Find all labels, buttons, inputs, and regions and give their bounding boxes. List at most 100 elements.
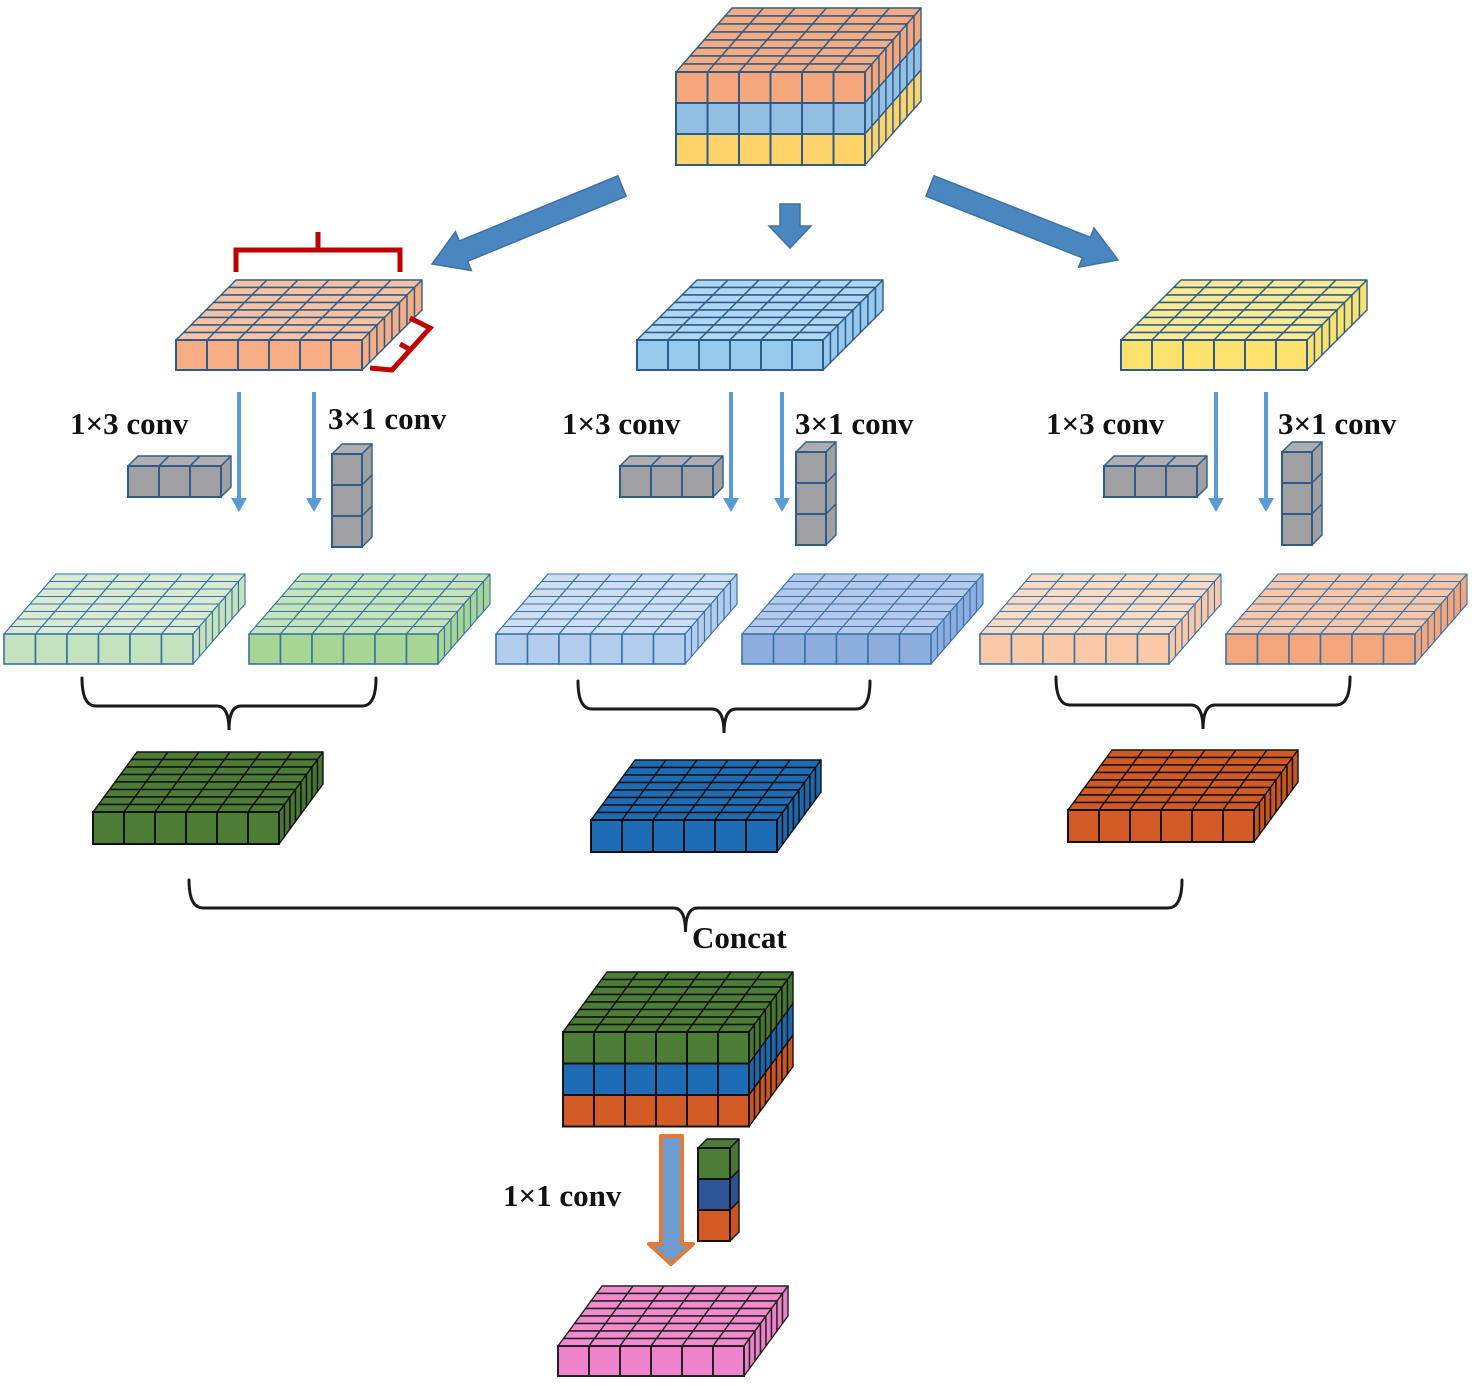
depth-bracket-tick [398, 341, 413, 353]
front-cell [1105, 633, 1139, 665]
front-cell [867, 633, 901, 665]
out-3x1-middle [741, 573, 984, 665]
side-cell [716, 588, 725, 628]
conv-arrow-right-1x3 [1208, 392, 1224, 512]
branch-left-tensor [175, 279, 423, 371]
front-cell [706, 71, 740, 104]
side-cell [1427, 610, 1436, 650]
front-cell [1191, 809, 1224, 843]
front-cell [717, 1031, 750, 1065]
side-cell [764, 1064, 772, 1105]
merged-orange-tensor [1067, 749, 1299, 843]
side-cell [463, 595, 472, 635]
arrow-to-middle-branch-shape [767, 203, 813, 250]
front-cell [650, 1345, 683, 1377]
final-output-tensor [557, 1285, 789, 1377]
front-cell [712, 1345, 745, 1377]
side-cell [781, 1285, 789, 1325]
front-cell [206, 339, 239, 371]
side-cell [1459, 573, 1468, 613]
front-cell [697, 1147, 731, 1180]
side-cell [975, 573, 984, 613]
side-cell [729, 573, 738, 613]
conv-arrow-middle-3x1 [774, 392, 790, 512]
kernel-3x1-middle [795, 441, 837, 546]
front-cell [495, 633, 529, 665]
side-cell [684, 625, 693, 665]
front-cell [1042, 633, 1076, 665]
label-1x3-conv-middle: 1×3 conv [562, 406, 681, 441]
front-cell [1010, 633, 1044, 665]
diagram-shapes [3, 7, 1468, 1377]
brace-middle-pair [576, 679, 872, 734]
side-cell [786, 1034, 794, 1075]
side-cell [469, 588, 478, 628]
front-cell [1222, 809, 1255, 843]
branch-middle-tensor [636, 279, 884, 371]
kernel-size-bracket [233, 232, 435, 373]
side-cell [1181, 610, 1190, 650]
out-3x1-left [248, 573, 491, 665]
front-cell [154, 811, 187, 845]
side-cell [809, 766, 817, 808]
front-cell [1098, 809, 1131, 843]
side-cell [690, 618, 699, 658]
front-cell [681, 465, 714, 498]
side-cell [697, 610, 706, 650]
front-cell [795, 482, 827, 515]
side-cell [892, 93, 901, 134]
side-cell [1336, 301, 1346, 341]
front-cell [697, 1209, 731, 1242]
side-cell [770, 1056, 778, 1098]
side-cell [1286, 756, 1294, 798]
out-1x3-right [979, 573, 1222, 665]
front-cell [1134, 465, 1167, 498]
front-cell [189, 465, 222, 498]
front-cell [1103, 465, 1136, 498]
front-cell [526, 633, 560, 665]
front-cell [979, 633, 1013, 665]
side-cell [798, 781, 806, 823]
front-cell [717, 1062, 750, 1096]
out-3x1-right [1225, 573, 1468, 665]
side-cell [476, 580, 485, 620]
conv-arrow-left-1x3-head [231, 498, 247, 512]
front-cell [1275, 339, 1308, 371]
arrow-to-right-branch [924, 174, 1120, 269]
front-cell [667, 339, 700, 371]
side-cell [1291, 749, 1299, 791]
front-cell [741, 633, 775, 665]
conv-arrow-middle-1x3 [723, 392, 739, 512]
front-cell [698, 339, 731, 371]
side-cell [906, 77, 915, 118]
label-3x1-conv-left: 3×1 conv [328, 401, 447, 436]
front-cell [248, 633, 282, 665]
front-cell [619, 465, 652, 498]
front-cell [1281, 482, 1313, 515]
front-cell [832, 102, 866, 135]
front-cell [66, 633, 100, 665]
out-1x3-left [3, 573, 246, 665]
front-cell [655, 1094, 688, 1128]
side-cell [899, 85, 908, 126]
front-cell [738, 133, 772, 166]
side-cell [943, 610, 952, 650]
side-cell [443, 618, 452, 658]
side-cell [1168, 625, 1177, 665]
conv-arrow-left-1x3 [231, 392, 247, 512]
side-cell [844, 309, 854, 349]
front-cell [636, 339, 669, 371]
front-cell [588, 1345, 621, 1377]
front-cell [1165, 465, 1198, 498]
front-cell [1213, 339, 1246, 371]
front-cell [681, 1345, 714, 1377]
side-cell [837, 316, 847, 356]
side-cell [956, 595, 965, 635]
label-concat: Concat [692, 920, 787, 955]
side-cell [482, 573, 491, 613]
front-cell [738, 71, 772, 104]
side-cell [748, 1330, 756, 1370]
side-cell [218, 595, 227, 635]
front-cell [769, 71, 803, 104]
